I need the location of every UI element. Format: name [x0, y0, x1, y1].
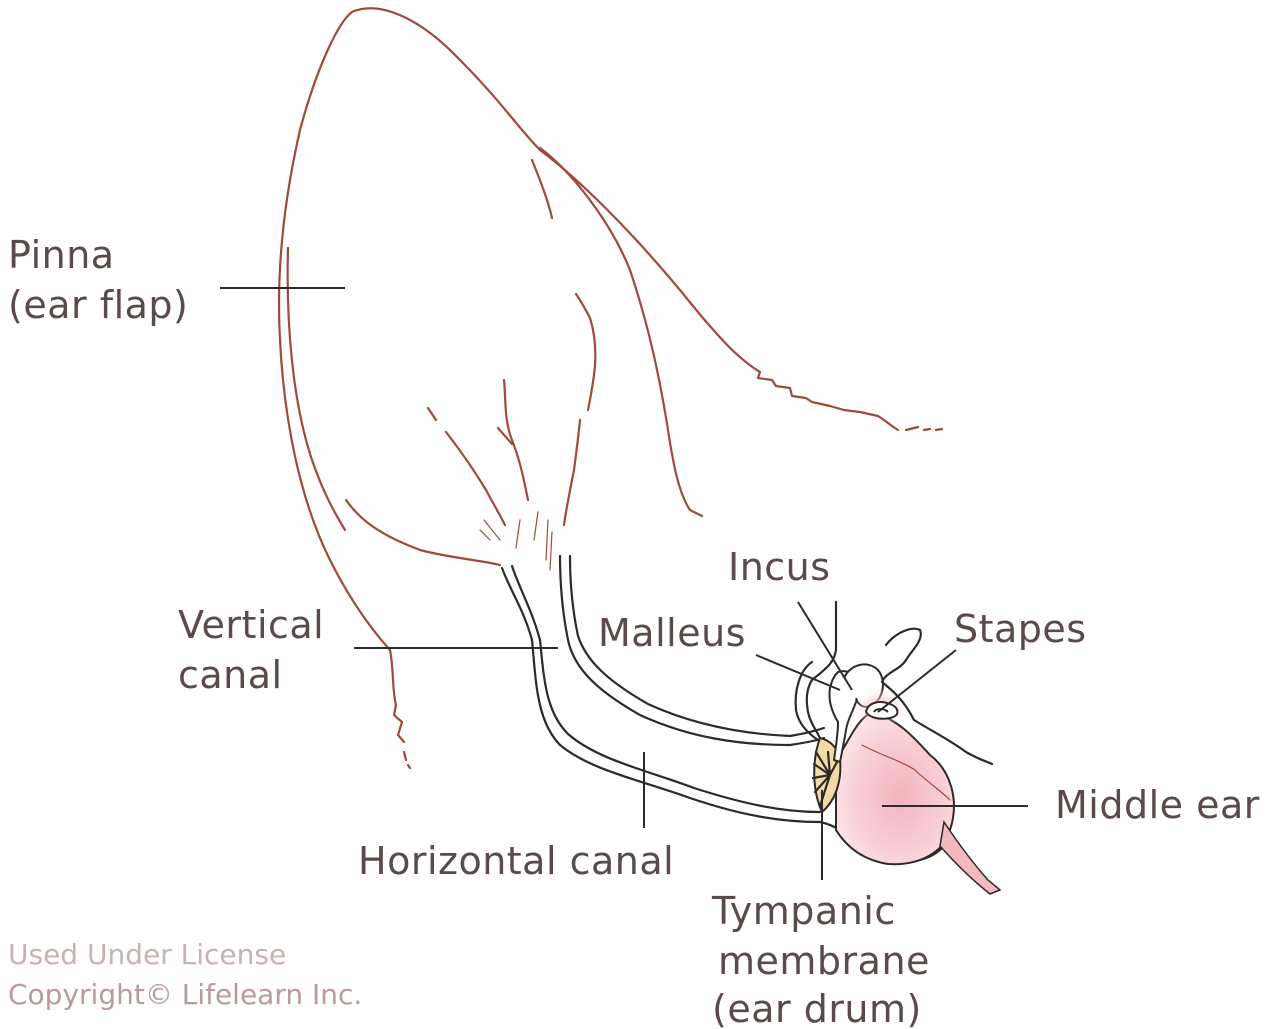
label-incus: Incus	[728, 545, 831, 589]
eustachian-tube	[940, 822, 1000, 894]
pinna-top-edge	[352, 8, 898, 430]
pinna-inner-fold-a	[532, 160, 552, 218]
label-horizontal-canal: Horizontal canal	[358, 839, 674, 883]
credit-line1: Used Under License	[8, 938, 286, 971]
pinna-base-curve	[346, 500, 500, 565]
label-tympanic-line2: membrane	[718, 939, 930, 983]
label-middle-ear: Middle ear	[1055, 783, 1260, 827]
label-vertical-line1: Vertical	[178, 603, 324, 647]
label-malleus: Malleus	[598, 611, 746, 655]
labels: Pinna (ear flap) Vertical canal Incus Ma…	[8, 233, 1260, 1029]
license-credit: Used Under License Copyright© Lifelearn …	[8, 938, 362, 1011]
pinna-inner-fold-b	[576, 294, 595, 410]
pinna-inner-edge	[288, 248, 345, 530]
label-tympanic-line1: Tympanic	[711, 889, 896, 933]
pinna-fold-line	[540, 148, 702, 516]
label-pinna-line2: (ear flap)	[8, 283, 188, 327]
label-stapes: Stapes	[954, 607, 1087, 651]
label-vertical-line2: canal	[178, 653, 283, 697]
pinna-outer-edge-tail	[404, 752, 410, 768]
pinna-ridge-2	[428, 408, 505, 525]
vertical-canal-outer-wall-inner	[512, 566, 820, 812]
label-pinna-line1: Pinna	[8, 233, 115, 277]
stapes-bone	[866, 702, 898, 719]
pinna-ridge-4	[480, 512, 552, 570]
label-tympanic-line3: (ear drum)	[712, 987, 922, 1029]
stapes-leader	[878, 650, 956, 712]
pinna-inner-fold-c	[564, 420, 580, 525]
pinna-right-edge-tail	[906, 427, 942, 430]
credit-line2: Copyright© Lifelearn Inc.	[8, 978, 362, 1011]
